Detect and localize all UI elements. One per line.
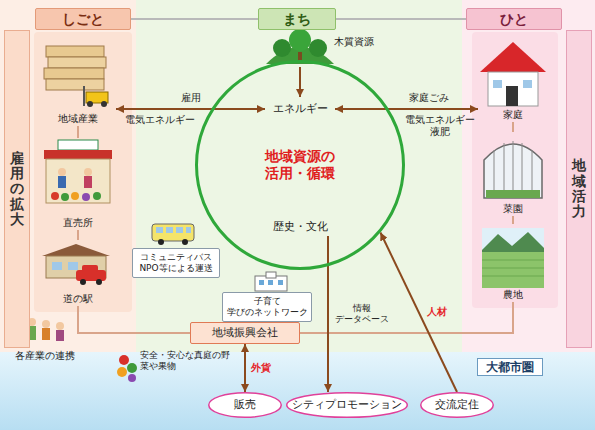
node-text: 地域資源の活用・循環: [263, 148, 337, 182]
bus-icon: [152, 224, 194, 245]
node-text: 大都市圏: [477, 358, 543, 376]
shape-outline: [197, 62, 404, 269]
edge-label: 情報 データベース: [333, 303, 391, 325]
connector: [77, 230, 79, 240]
connector: [244, 344, 246, 392]
sector-item: 直売所: [40, 138, 116, 230]
side-band: 雇用の拡大: [4, 30, 30, 348]
shape-outline: [209, 393, 282, 418]
connector: [78, 306, 190, 333]
node-text: シティプロモーション: [292, 398, 402, 411]
node-text: 道の駅: [63, 293, 93, 305]
edge-label: 雇用: [181, 92, 201, 104]
node-text: 直売所: [63, 217, 93, 229]
header-band: ひと: [466, 8, 562, 30]
node-text: 子育て 学びのネットワーク: [226, 296, 308, 318]
node-text: 販売: [234, 398, 256, 411]
service-box: コミュニティバス NPO等による運送: [132, 248, 220, 278]
outcome-oval: シティプロモーション: [286, 392, 408, 418]
hub-label: 歴史・文化: [265, 218, 335, 236]
connector: [300, 302, 513, 333]
service-box: 子育て 学びのネットワーク: [222, 292, 312, 322]
metro-band: 大都市圏販売 シティプロモーション 交流定住: [0, 352, 595, 430]
sector-item: 道の駅: [40, 240, 116, 306]
node-text: エネルギー: [273, 102, 328, 115]
house-icon: [480, 42, 546, 106]
node-text: 地域産業: [58, 113, 98, 125]
life-item: 家庭: [478, 38, 548, 122]
sector-item: 地域産業: [40, 38, 116, 126]
shape-outline: [421, 393, 494, 418]
region-ground: [0, 0, 136, 352]
node-text: 歴史・文化: [273, 220, 328, 233]
connector: [77, 126, 79, 138]
region-ground: [462, 0, 595, 352]
node-text: 地域活力: [572, 158, 586, 220]
node-text: 交流定住: [435, 398, 479, 411]
column-panel: [34, 32, 132, 312]
outcome-oval: 販売: [208, 392, 282, 418]
life-item: 菜園: [478, 132, 548, 216]
side-band: 地域活力: [566, 30, 592, 348]
flow-label: 電気エネルギー 液肥: [402, 114, 478, 138]
resource-arrow: [299, 67, 301, 97]
metro-ground: [0, 352, 595, 430]
connector: [327, 236, 329, 392]
header-band: しごと: [35, 8, 131, 30]
node-text: しごと: [62, 11, 104, 28]
school-icon: [255, 272, 287, 291]
greenhouse-icon: [484, 141, 542, 198]
note-label: 安全・安心な真庭の野菜や果物: [140, 350, 236, 372]
node-text: 菜園: [503, 203, 523, 215]
roadside-station-icon: [42, 244, 110, 285]
header-line: [336, 18, 466, 20]
node-text: コミュニティバス NPO等による運送: [136, 252, 216, 274]
note-label: 各産業の連携: [2, 350, 88, 362]
header-line: [130, 18, 258, 20]
company-box: 地域振興会社: [190, 322, 300, 344]
column-panel: [472, 32, 558, 308]
hub-label: エネルギー: [265, 100, 335, 118]
life-item: 農地: [478, 224, 548, 302]
node-text: 家庭: [503, 109, 523, 121]
node-text: まち: [283, 11, 311, 28]
outcome-oval: 交流定住: [420, 392, 494, 418]
connector: [512, 216, 514, 224]
farmland-icon: [482, 228, 544, 288]
connector: [512, 122, 514, 132]
connector: [380, 232, 457, 392]
node-text: 地域振興会社: [212, 326, 278, 339]
flow-label: 電気エネルギー: [120, 114, 200, 126]
connector: [335, 108, 478, 110]
cycle-circle: 地域資源の活用・循環 エネルギー歴史・文化: [195, 60, 405, 270]
vegetable-icon: [117, 355, 137, 382]
node-text: 雇用の拡大: [10, 151, 24, 228]
forest-icon: [266, 29, 334, 64]
shop-icon: [44, 140, 112, 203]
edge-label: 家庭ごみ: [409, 92, 449, 104]
node-text: 農地: [503, 289, 523, 301]
lumber-icon: [44, 46, 108, 107]
node-text: ひと: [500, 11, 528, 28]
header-band: まち: [258, 8, 336, 30]
shape-outline: [287, 393, 408, 418]
resource-label: 木質資源: [334, 36, 394, 48]
edge-label: 人材: [427, 306, 447, 318]
edge-label: 外貨: [251, 362, 271, 374]
connector: [116, 108, 265, 110]
